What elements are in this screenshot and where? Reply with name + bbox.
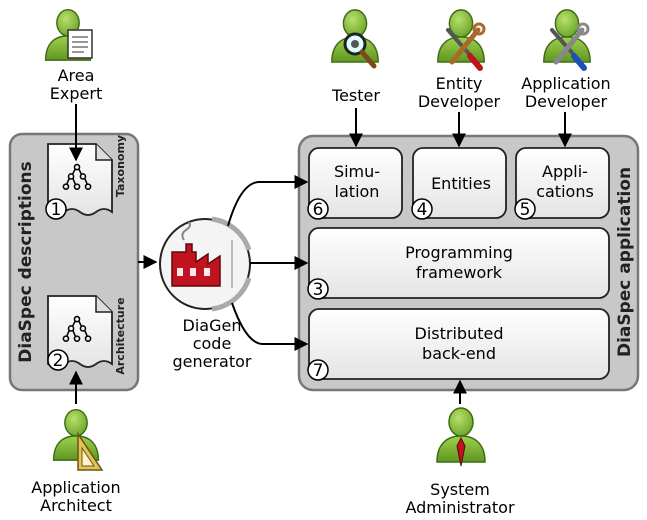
simulation-box[interactable]: Simu- lation 6: [307, 147, 403, 220]
taxonomy-label: Taxonomy: [114, 135, 127, 197]
step-badge-4: [411, 198, 433, 220]
application-developer-actor: Application Developer: [521, 9, 611, 111]
factory-icon: [171, 221, 221, 287]
backend-label-line1: Distributed: [415, 324, 504, 343]
application-developer-label-line1: Application: [521, 74, 610, 93]
simulation-label-line1: Simu-: [334, 162, 380, 181]
programming-framework-box[interactable]: Programming framework 3: [307, 227, 610, 300]
application-developer-icon: [543, 9, 591, 63]
step-number-7: 7: [313, 361, 324, 381]
tie-icon: [456, 436, 466, 467]
step-badge-5: [514, 198, 536, 220]
entities-label: Entities: [431, 174, 491, 193]
entities-box[interactable]: Entities 4: [411, 147, 507, 220]
document-icon: [67, 29, 93, 59]
arrow-generator-to-simulation: [227, 175, 309, 227]
step-number-5: 5: [520, 200, 531, 220]
entity-developer-label-line1: Entity: [436, 74, 483, 93]
system-administrator-actor: System Administrator: [405, 407, 515, 517]
diaspec-descriptions-panel: DiaSpec descriptions Taxonomy 1 Architec…: [8, 132, 140, 392]
tools-icon: [550, 22, 590, 71]
step-badge-2: [47, 349, 69, 371]
step-badge-7: [307, 359, 329, 381]
diagen-generator[interactable]: DiaGen code generator: [159, 216, 252, 371]
application-architect-label-line2: Architect: [40, 496, 112, 515]
arrow-generator-to-backend: [231, 302, 309, 351]
step-number-1: 1: [51, 200, 62, 220]
generator-arc-top: [211, 216, 252, 251]
backend-label-line2: back-end: [422, 344, 496, 363]
application-developer-label-line2: Developer: [525, 92, 608, 111]
step-number-2: 2: [53, 351, 64, 371]
entity-developer-label-line2: Developer: [418, 92, 501, 111]
ruler-icon: [77, 431, 104, 471]
step-number-4: 4: [417, 200, 428, 220]
architecture-label: Architecture: [114, 297, 127, 374]
flow-arrows: [69, 104, 572, 404]
tester-label: Tester: [331, 86, 380, 105]
application-architect-label-line1: Application: [31, 478, 120, 497]
magnifier-icon: [343, 32, 377, 69]
tester-actor: Tester: [331, 9, 380, 105]
entity-developer-actor: Entity Developer: [418, 9, 501, 111]
generator-arc-bottom: [211, 277, 252, 312]
system-administrator-label-line1: System: [430, 480, 490, 499]
applications-label-line2: cations: [536, 182, 594, 201]
generator-label-line3: generator: [172, 352, 251, 371]
applications-label-line1: Appli-: [542, 162, 588, 181]
tools-icon: [446, 22, 486, 71]
application-architect-icon: [52, 409, 100, 461]
application-architect-actor: Application Architect: [31, 409, 121, 515]
step-number-6: 6: [313, 200, 324, 220]
generator-label-line2: code: [193, 334, 232, 353]
area-expert-label-line2: Expert: [50, 84, 102, 103]
diaspec-application-panel: DiaSpec application Simu- lation 6 Entit…: [297, 134, 640, 392]
descriptions-panel-title: DiaSpec descriptions: [16, 161, 36, 362]
distributed-backend-box[interactable]: Distributed back-end 7: [307, 308, 610, 381]
step-badge-6: [307, 198, 329, 220]
area-expert-label-line1: Area: [58, 66, 95, 85]
simulation-label-line2: lation: [335, 182, 380, 201]
step-number-3: 3: [313, 280, 324, 300]
framework-label-line2: framework: [416, 263, 503, 282]
step-badge-3: [307, 278, 329, 300]
system-administrator-label-line2: Administrator: [405, 498, 514, 517]
area-expert-actor: Area Expert: [44, 9, 102, 103]
step-badge-1: [45, 198, 67, 220]
generator-label-line1: DiaGen: [183, 316, 242, 335]
framework-label-line1: Programming: [405, 243, 513, 262]
application-panel-title: DiaSpec application: [615, 167, 635, 357]
applications-box[interactable]: Appli- cations 5: [514, 147, 610, 220]
